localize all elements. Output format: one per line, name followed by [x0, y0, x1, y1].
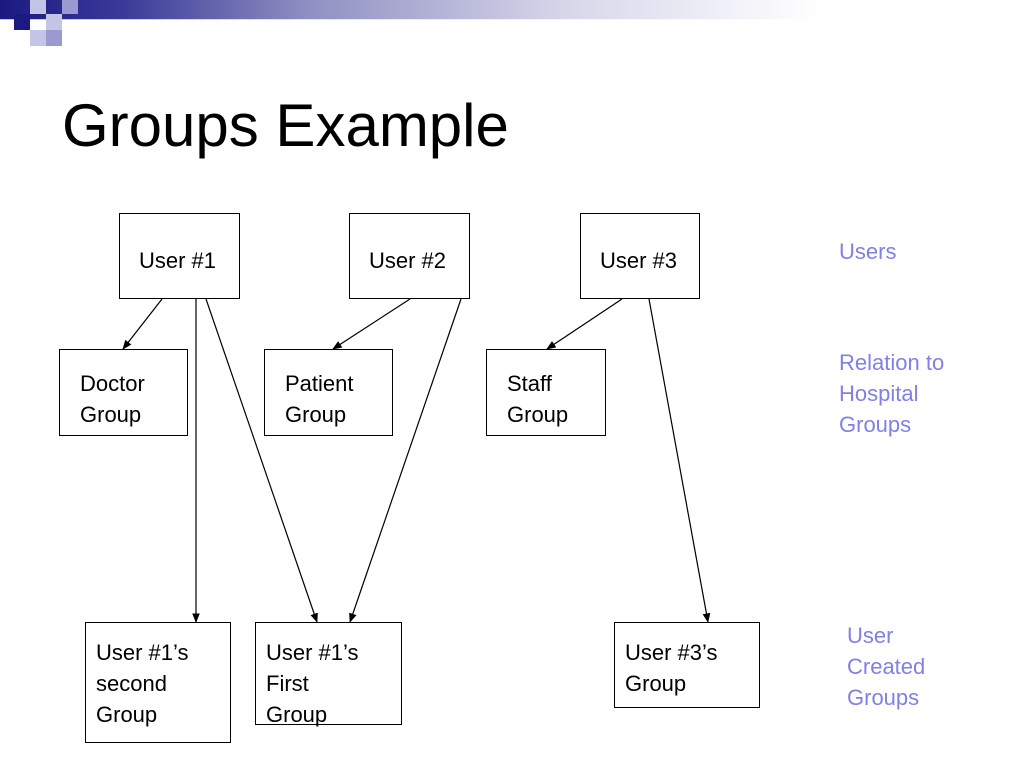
hospital-group-doctor: Doctor Group: [59, 349, 188, 436]
slide-title: Groups Example: [62, 92, 509, 159]
header-square-mid: [14, 30, 30, 46]
hospital-group-patient: Patient Group: [264, 349, 393, 436]
header-square-mid: [62, 0, 78, 14]
row-label-users: Users: [839, 239, 897, 264]
row-label-hospital-groups: Relation to Hospital Groups: [839, 350, 945, 437]
node-label: User #3: [600, 248, 678, 273]
edge-user1-to-doctor: [122, 298, 163, 350]
edge-user1-to-u1first: [205, 298, 318, 623]
node-label: User #1’s First Group: [266, 640, 359, 727]
edge-user2-to-patient: [332, 298, 411, 350]
created-group-user3: User #3’s Group: [614, 622, 760, 708]
node-label: Patient Group: [285, 371, 354, 427]
user-node-3: User #3: [580, 213, 700, 299]
edge-user3-to-staff: [546, 298, 623, 350]
node-label: User #1’s second Group: [96, 640, 189, 727]
row-label-user-created-groups: User Created Groups: [847, 623, 926, 710]
edge-user3-to-u3group: [648, 298, 711, 623]
header-gradient-bar: [0, 0, 1024, 20]
header-square-mid: [46, 30, 62, 46]
created-group-user1-second: User #1’s second Group: [85, 622, 231, 743]
node-label: Staff Group: [507, 371, 569, 427]
node-label: Doctor Group: [80, 371, 145, 427]
created-group-user1-first: User #1’s First Group: [255, 622, 402, 727]
header-square-light: [46, 14, 62, 30]
node-label: User #3’s Group: [625, 640, 718, 696]
header-square-navy: [14, 14, 30, 30]
header-square-light: [30, 30, 46, 46]
header-square-light: [30, 0, 46, 14]
edge-user2-to-u1first: [349, 298, 462, 623]
user-node-1: User #1: [119, 213, 240, 299]
user-node-2: User #2: [349, 213, 470, 299]
hospital-group-staff: Staff Group: [486, 349, 606, 436]
node-label: User #1: [139, 248, 217, 273]
node-label: User #2: [369, 248, 447, 273]
